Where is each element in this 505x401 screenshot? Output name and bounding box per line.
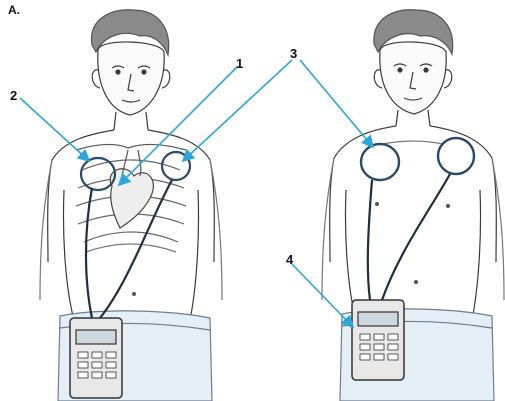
- leader-2: [20, 98, 88, 160]
- leader-3b: [300, 60, 372, 146]
- right-electrode-right-chest: [361, 144, 399, 180]
- left-electrode-left-chest: [162, 152, 190, 180]
- left-figure: [40, 10, 222, 401]
- right-lead-wire-a: [368, 180, 372, 300]
- left-lead-wire-a: [86, 188, 92, 318]
- callout-2: 2: [10, 88, 17, 103]
- right-figure: [322, 10, 504, 401]
- left-heart: [110, 169, 153, 228]
- callout-1: 1: [236, 56, 243, 71]
- left-electrode-right-chest: [81, 158, 115, 190]
- callout-3: 3: [290, 46, 297, 61]
- callout-leaders: [20, 60, 372, 326]
- left-head: [98, 42, 164, 115]
- leader-3a: [184, 60, 292, 160]
- right-electrode-left-chest: [438, 138, 474, 174]
- callout-4: 4: [286, 252, 293, 267]
- panel-label: A.: [8, 3, 20, 17]
- right-head: [380, 42, 446, 114]
